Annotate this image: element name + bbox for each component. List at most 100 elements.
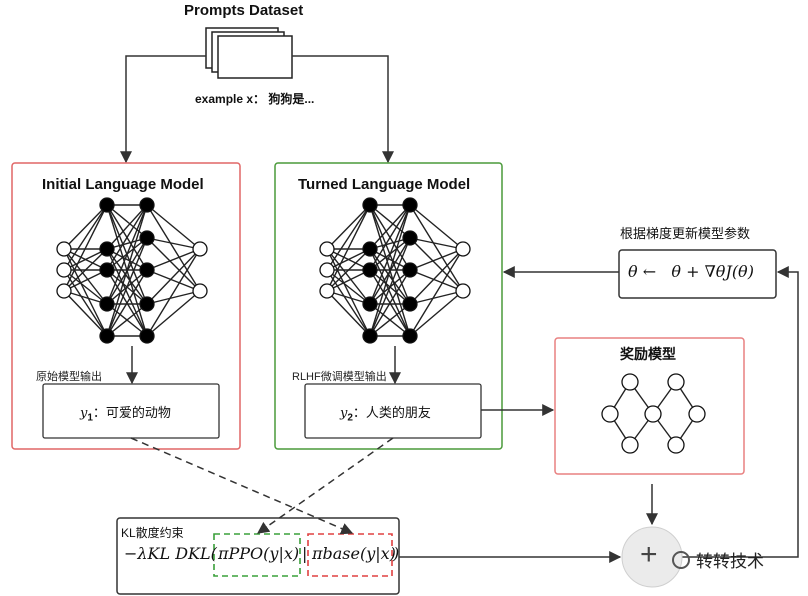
turned-network-icon (319, 197, 471, 344)
network-edge (146, 248, 201, 305)
network-node (56, 283, 72, 299)
network-edge (63, 204, 108, 250)
network-node (99, 241, 115, 257)
network-edge (146, 237, 201, 292)
network-node (644, 405, 662, 423)
network-edge (106, 204, 148, 239)
network-edge (106, 237, 148, 337)
network-node (192, 283, 208, 299)
reward-network-icon (601, 373, 706, 454)
network-edge (326, 290, 371, 337)
network-node (139, 230, 155, 246)
network-edge (369, 204, 411, 239)
update-caption: 根据梯度更新模型参数 (620, 226, 751, 241)
update-box (618, 249, 777, 299)
network-edge (146, 248, 201, 337)
network-edge (146, 237, 201, 250)
network-edge (326, 248, 371, 271)
network-node (319, 262, 335, 278)
watermark: 转转技术 (672, 547, 764, 572)
initial-network-icon (56, 197, 208, 344)
network-edge (106, 204, 148, 250)
dataset-to-turned-arrow (292, 55, 394, 164)
network-edge (146, 204, 201, 292)
sum-to-update-arrow (682, 266, 799, 558)
network-edge (409, 290, 464, 337)
network-edge (63, 248, 108, 292)
network-node (139, 262, 155, 278)
network-edge (63, 248, 108, 271)
network-node (99, 262, 115, 278)
network-edge (146, 269, 201, 292)
network-edge (106, 204, 148, 337)
network-edge (409, 204, 464, 250)
network-node (319, 283, 335, 299)
network-edge (146, 204, 201, 250)
sum-symbol: + (640, 538, 658, 571)
network-edge (146, 290, 201, 305)
kl-formula-prefix: −λKL DKL( (124, 544, 217, 563)
network-node (319, 241, 335, 257)
network-node (455, 283, 471, 299)
network-node (139, 296, 155, 312)
network-edge (106, 303, 148, 337)
network-edge (369, 204, 411, 305)
kl-ppo-term: πPPO(y|x) (218, 544, 300, 563)
network-edge (63, 290, 108, 337)
network-edge (369, 269, 411, 337)
network-edge (146, 248, 201, 271)
dataset-docs-icon (205, 27, 293, 79)
network-node (601, 405, 619, 423)
network-edge (409, 248, 464, 271)
network-node (99, 296, 115, 312)
dataset-example: example x： 狗狗是... (195, 92, 315, 106)
network-edge (326, 204, 371, 271)
network-edge (63, 248, 108, 337)
network-node (455, 241, 471, 257)
dataset-title: Prompts Dataset (184, 2, 304, 19)
network-node (99, 328, 115, 344)
wechat-icon (672, 550, 690, 569)
network-node (667, 436, 685, 454)
network-node (688, 405, 706, 423)
network-edge (409, 269, 464, 292)
turned-to-ppo-dashed-arrow (257, 437, 394, 534)
network-edge (63, 204, 108, 292)
network-node (56, 262, 72, 278)
network-edge (326, 269, 371, 337)
network-node (192, 241, 208, 257)
network-node (362, 296, 378, 312)
network-node (139, 328, 155, 344)
network-edge (106, 248, 148, 337)
network-edge (409, 248, 464, 305)
network-edge (326, 204, 371, 292)
network-node (402, 296, 418, 312)
network-edge (369, 204, 411, 337)
kl-ppo-dashed-box (213, 533, 301, 577)
network-edge (369, 237, 411, 337)
kl-formula-suffix: ) (393, 544, 400, 563)
network-node (362, 262, 378, 278)
network-node (362, 328, 378, 344)
initial-to-base-dashed-arrow (130, 437, 354, 535)
network-edge (409, 290, 464, 305)
network-node (621, 436, 639, 454)
network-node (362, 241, 378, 257)
network-edge (326, 204, 371, 250)
network-edge (409, 248, 464, 337)
network-edge (409, 237, 464, 250)
network-edge (369, 303, 411, 337)
network-edge (106, 269, 148, 337)
network-node (139, 197, 155, 213)
network-edge (63, 269, 108, 292)
network-edge (106, 204, 148, 271)
watermark-text: 转转技术 (696, 552, 764, 571)
dataset-to-initial-arrow (120, 55, 206, 164)
network-edge (369, 204, 411, 250)
network-node (402, 197, 418, 213)
initial-output-text: y1：可爱的动物 (80, 405, 171, 424)
kl-base-term: πbase(y|x) (312, 544, 396, 563)
network-edge (409, 237, 464, 292)
network-node (402, 328, 418, 344)
